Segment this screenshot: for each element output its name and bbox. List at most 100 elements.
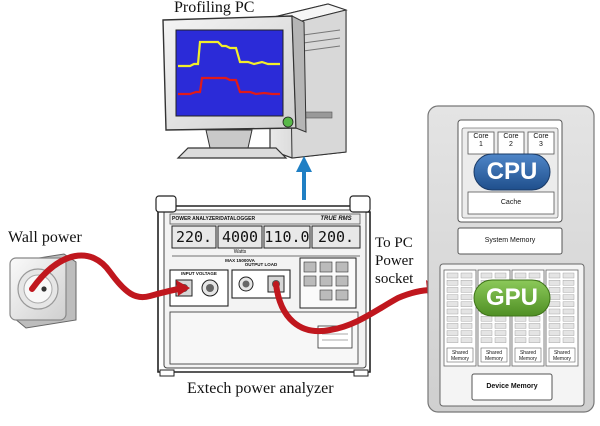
- gpu-alu-cell: [562, 308, 575, 315]
- gpu-alu-cell: [460, 280, 473, 286]
- gpu-alu-cell: [446, 323, 459, 329]
- gpu-alu-cell: [514, 337, 527, 343]
- up-arrow: [296, 156, 312, 200]
- cpu-label: CPU: [486, 158, 538, 185]
- system-memory-label: System Memory: [484, 237, 536, 244]
- core-2-label: Core 2: [503, 133, 519, 148]
- core-3-label: Core 3: [533, 133, 549, 148]
- gpu-alu-cell: [562, 316, 575, 322]
- output-load-panel: [231, 269, 291, 299]
- profiling-pc: [162, 3, 348, 159]
- gpu-alu-cell: [548, 323, 561, 329]
- gpu-label: GPU: [485, 284, 538, 311]
- analyzer-panel-title: POWER ANALYZER/DATALOGGER: [172, 216, 256, 222]
- shared-memory-block: [480, 347, 508, 363]
- red-trace: [178, 76, 280, 96]
- gpu-alu-cell: [548, 308, 561, 315]
- gpu-alu-cell: [514, 323, 527, 329]
- gpu-alu-cell: [514, 316, 527, 322]
- gpu-alu-cell: [460, 294, 473, 300]
- reading-watts-unit: Watts: [233, 249, 247, 255]
- gpu-alu-cell: [460, 323, 473, 329]
- gpu-alu-cell: [562, 330, 575, 336]
- gpu-alu-cell: [494, 323, 507, 329]
- gpu-alu-cell: [528, 323, 541, 329]
- reading-watts: 4000: [221, 228, 259, 246]
- to-pc-power-socket-label: To PC Power socket: [375, 235, 414, 287]
- yellow-trace: [178, 40, 280, 68]
- shared-memory-label: Shared Memory: [484, 350, 504, 362]
- cpu-badge: [473, 153, 551, 191]
- wall-socket: [9, 253, 77, 329]
- core-1-label: Core 1: [473, 133, 489, 148]
- output-load-label: OUTPUT LOAD: [244, 262, 278, 267]
- gpu-alu-cell: [480, 330, 493, 336]
- hardware-panel: [427, 105, 595, 413]
- wall-power-label: Wall power: [8, 229, 82, 246]
- gpu-alu-cell: [446, 308, 459, 315]
- gpu-alu-cell: [548, 316, 561, 322]
- analyzer-keypad: [299, 257, 357, 309]
- shared-memory-block: [446, 347, 474, 363]
- device-memory-label: Device Memory: [486, 383, 538, 390]
- gpu-alu-cell: [460, 287, 473, 293]
- gpu-alu-cell: [514, 272, 527, 279]
- pc-screen: [175, 29, 284, 117]
- gpu-alu-cell: [494, 272, 507, 279]
- gpu-badge: [473, 279, 551, 317]
- gpu-alu-cell: [548, 272, 561, 279]
- gpu-alu-cell: [562, 323, 575, 329]
- gpu-alu-cell: [460, 337, 473, 343]
- gpu-alu-cell: [562, 287, 575, 293]
- gpu-alu-cell: [460, 330, 473, 336]
- gpu-alu-cell: [480, 316, 493, 322]
- shared-memory-block: [548, 347, 576, 363]
- gpu-alu-cell: [460, 301, 473, 307]
- power-led-icon: [282, 116, 294, 128]
- gpu-alu-cell: [562, 337, 575, 343]
- gpu-alu-cell: [548, 294, 561, 300]
- gpu-alu-cell: [528, 330, 541, 336]
- gpu-alu-cell: [548, 337, 561, 343]
- gpu-alu-cell: [528, 272, 541, 279]
- gpu-alu-cell: [562, 280, 575, 286]
- gpu-alu-cell: [528, 337, 541, 343]
- warning-label: MAX 15000VA: [225, 258, 255, 263]
- gpu-alu-cell: [446, 287, 459, 293]
- gpu-alu-cell: [514, 330, 527, 336]
- pc-monitor: [162, 15, 307, 159]
- shared-memory-label: Shared Memory: [518, 350, 538, 362]
- cable-wall-to-analyzer: [29, 252, 187, 301]
- profiling-pc-label: Profiling PC: [174, 0, 255, 16]
- gpu-alu-cell: [562, 272, 575, 279]
- gpu-alu-cell: [446, 316, 459, 322]
- input-voltage-label: INPUT VOLTAGE: [181, 271, 217, 276]
- gpu-alu-cell: [446, 330, 459, 336]
- cpu-region: [457, 119, 563, 255]
- gpu-alu-cell: [562, 301, 575, 307]
- gpu-alu-cell: [480, 323, 493, 329]
- gpu-alu-cell: [548, 280, 561, 286]
- reading-current: 110.0: [264, 228, 310, 246]
- gpu-alu-cell: [446, 337, 459, 343]
- gpu-region: [439, 263, 585, 407]
- shared-memory-label: Shared Memory: [552, 350, 572, 362]
- cache-label: Cache: [500, 199, 522, 206]
- gpu-alu-cell: [446, 294, 459, 300]
- gpu-alu-cell: [548, 287, 561, 293]
- reading-voltage: 220.: [175, 228, 213, 246]
- shared-memory-block: [514, 347, 542, 363]
- analyzer-panel-badge: TRUE RMS: [320, 216, 352, 222]
- gpu-alu-cell: [548, 330, 561, 336]
- gpu-alu-cell: [548, 301, 561, 307]
- gpu-alu-cell: [446, 272, 459, 279]
- gpu-alu-cell: [562, 294, 575, 300]
- reading-power-factor: 200.: [317, 228, 355, 246]
- cable-analyzer-to-pc: [273, 281, 435, 335]
- gpu-alu-cell: [446, 280, 459, 286]
- power-analyzer-label: Extech power analyzer: [187, 380, 334, 397]
- gpu-alu-cell: [446, 301, 459, 307]
- gpu-alu-cell: [460, 316, 473, 322]
